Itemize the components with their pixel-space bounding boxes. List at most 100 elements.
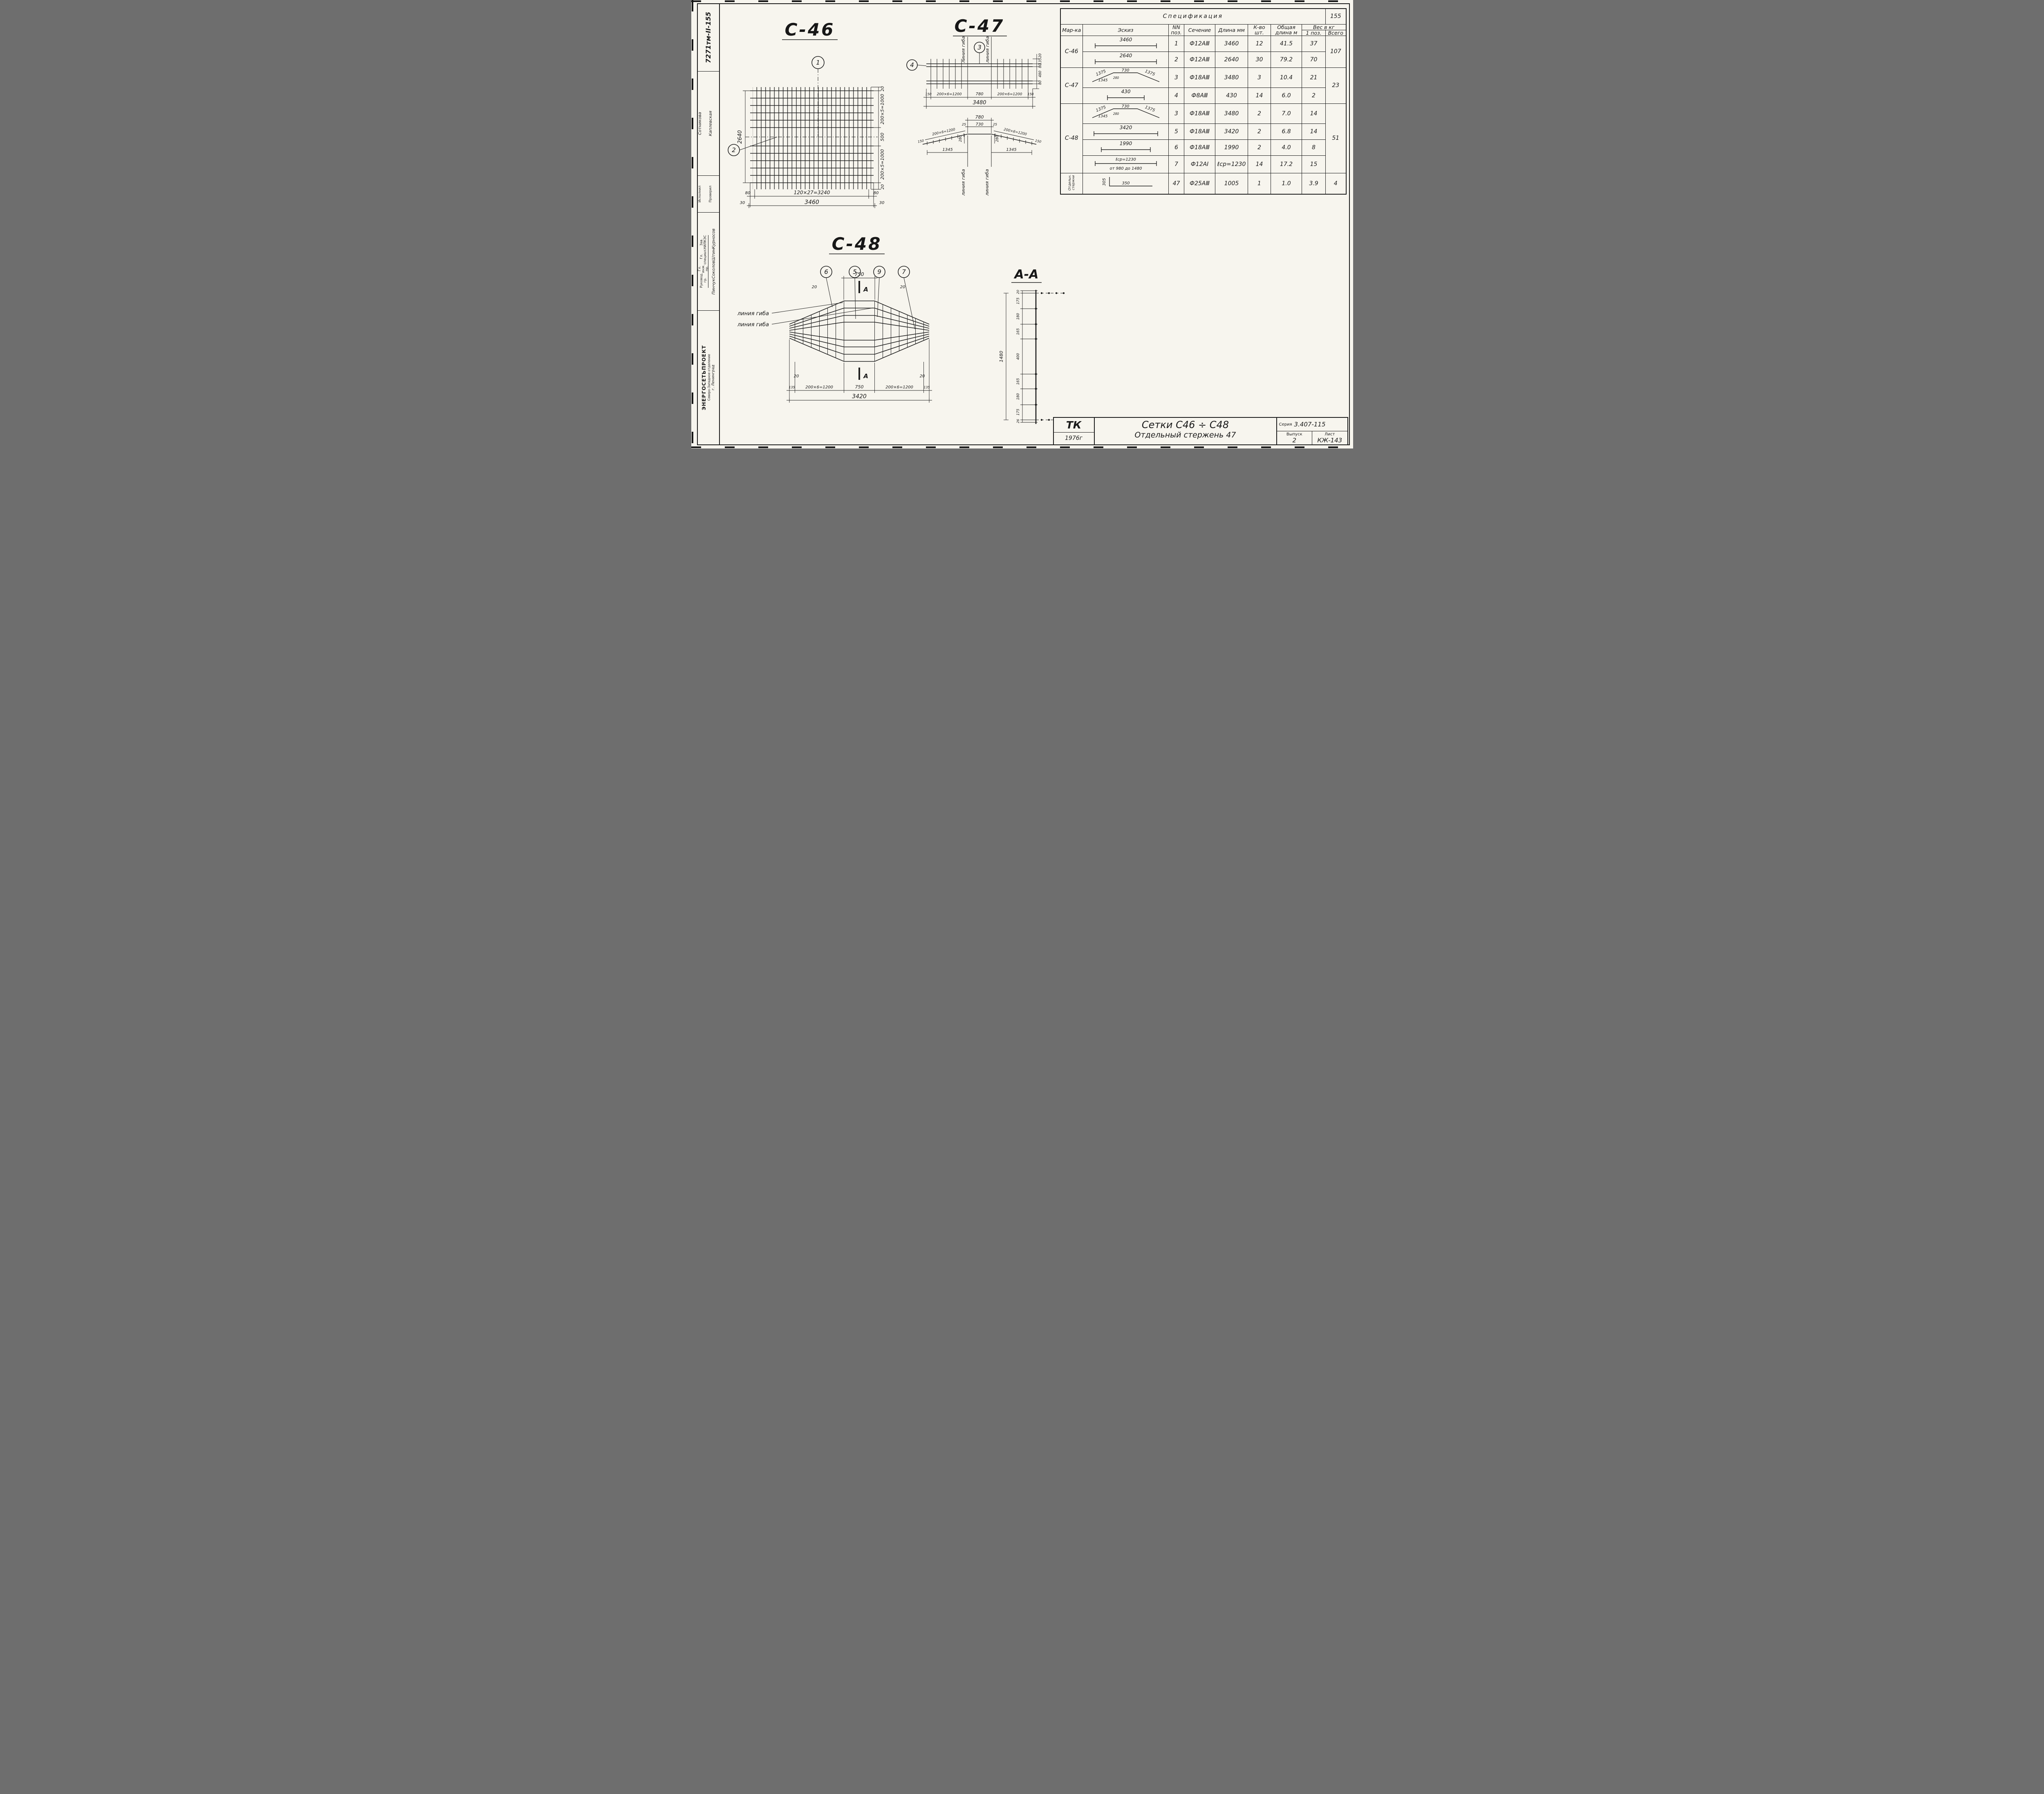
c47-bend-line-label-right: линия гиба [985,36,990,63]
spec-pos: 47 [1168,173,1184,195]
c46-dim-overhang-right: 30 [879,201,884,205]
spec-header-total-length: Общая длина м [1271,24,1302,36]
spec-section: Ф25АⅢ [1184,173,1215,195]
svg-text:3420: 3420 [1119,125,1132,130]
c48-pitch-750: 750 [855,384,863,390]
aa-dim-180-top: 180 [1016,313,1020,320]
spec-pos: 3 [1168,103,1184,124]
spec-length: 2640 [1215,51,1248,68]
spec-title: Спецификация [1060,8,1326,25]
approval-role: Руковод. гр. [699,273,707,288]
spec-weight-pos: 8 [1302,139,1326,156]
c46-dim-bottom: 80 120×27=3240 80 30 3460 30 [740,183,884,208]
spec-mark-c46: С-46 [1060,35,1083,68]
svg-text:1375: 1375 [1095,69,1107,77]
svg-text:2640: 2640 [1119,53,1132,58]
spec-length: 3420 [1215,123,1248,140]
spec-qty: 30 [1248,51,1271,68]
c47-dim-1345-left: 1345 [942,148,953,152]
c46-dim-edge-left: 80 [745,191,750,195]
organization-branch: Северо-Западное отделение [707,354,711,401]
svg-text:2: 2 [732,146,736,154]
title-block-main: Сетки С46 ÷ С48 Отдельный стержень 47 [1095,418,1277,444]
c46-dim-height: 2640 [737,130,743,144]
c47-profile-780: 780 [975,114,984,120]
spec-row: 2640 2 Ф12АⅢ 2640 30 79.2 70 [1060,51,1346,68]
c48-dim-total: 3420 [852,393,867,400]
spec-qty: 1 [1248,173,1271,195]
issue-label: Выпуск [1286,432,1302,437]
spec-mark-c47: С-47 [1060,67,1083,104]
spec-row: Отдельн. стержни 305 350 47 Ф25АⅢ 1005 1… [1060,173,1346,195]
svg-text:ℓср=1230: ℓср=1230 [1116,157,1136,162]
c48-dim-20-top-right: 20 [900,285,905,289]
c47-slope-dim-left: 200×6=1200 [932,128,955,137]
c48-drawing: С-48 6 5 9 7 А А 750 [737,234,932,403]
c48-pitch-135-right: 135 [923,386,930,389]
spec-pos: 2 [1168,51,1184,68]
spec-row: 3420 5 Ф18АⅢ 3420 2 6.8 14 [1060,123,1346,140]
spec-weight-pos: 3.9 [1302,173,1326,195]
spec-row: ℓср=1230 от 980 до 1480 7 Ф12АⅠ ℓср=1230… [1060,155,1346,173]
left-title-strip: 7271тм-II-155 Сотникова Каплевская Испол… [697,3,720,445]
approval-role: Гл. инж. пр. [697,265,708,273]
sketch-straight-bar: 1990 [1100,141,1151,152]
c48-bend-label-2: линия гиба [737,322,769,328]
approval-role: Зав. НИЛКЭС [699,235,707,249]
spec-qty: 14 [1248,87,1271,104]
checker-name: Каплевская [708,111,713,136]
c46-mesh [745,87,878,189]
spec-pos: 6 [1168,139,1184,156]
c46-dim-total: 3460 [805,199,819,206]
svg-text:3: 3 [977,44,982,51]
spec-pos: 5 [1168,123,1184,140]
c48-callout-6: 6 [820,266,832,307]
c47-dim-280-left: 280 [959,135,963,142]
aa-dim-20: 20 [1016,290,1020,294]
c47-profile-25-right: 25 [993,123,997,126]
title-block-stamp: ТК 1976г [1053,418,1095,444]
c47-pitch-150-right: 150 [1027,92,1033,96]
spec-qty: 3 [1248,67,1271,88]
c48-section-cut-bottom: А [858,368,868,380]
title-block-series: Серия 3.407-115 Выпуск 2 Лист КЖ-143 [1277,418,1347,444]
series-value: 3.407-115 [1294,421,1326,428]
c47-end-150-right: 150 [1035,139,1042,144]
c47-bend-line-label-left: линия гиба [961,36,966,63]
aa-dim-26: 26 [1016,419,1020,423]
spec-length: 3480 [1215,103,1248,124]
executor-roles-cell: Исполнил Проверил [697,176,719,213]
checker-role: Проверил [708,185,712,202]
svg-text:1375: 1375 [1095,105,1107,113]
approval-roles-column: Зав. НИЛКЭС Гл. специал. Гл. инж. пр. Ру… [697,235,708,288]
spec-mark-c48: С-48 [1060,103,1083,173]
c47-pitch-150-left: 150 [925,92,931,96]
stamp-tk: ТК [1053,418,1094,433]
spec-total-length: 6.8 [1271,123,1302,140]
c48-callout-5: 5 [848,266,861,319]
c47-dim-1345-right: 1345 [1006,148,1016,152]
c47-profile-730: 730 [975,122,983,127]
c47-dim-80a: 80 [1038,64,1042,68]
spec-weight-pos: 15 [1302,155,1326,173]
c48-dim-750-top: 750 [841,271,877,300]
spec-header-weight-total: Всего [1325,29,1346,36]
c47-profile: 780 25 730 25 200×6=1200 150 200×6=1200 … [917,114,1042,196]
spec-pos: 3 [1168,67,1184,88]
section-aa-bar [1035,290,1065,424]
spec-total-length: 17.2 [1271,155,1302,173]
c47-dim-right: 20 135 80 480 80 [1032,54,1042,89]
aa-dim-180-bottom: 180 [1016,393,1020,400]
spec-pos: 4 [1168,87,1184,104]
spec-row: 1990 6 Ф18АⅢ 1990 2 4.0 8 [1060,139,1346,156]
spec-section: Ф18АⅢ [1184,123,1215,140]
spec-length: 1005 [1215,173,1248,195]
c46-dim-overhang-left: 30 [740,201,745,205]
c47-profile-25-left: 25 [961,123,966,126]
c48-bend-label-1: линия гиба [737,311,769,317]
spec-row: 430 4 Ф8АⅢ 430 14 6.0 2 [1060,87,1346,104]
spec-length: 430 [1215,87,1248,104]
spec-section: Ф12АⅢ [1184,35,1215,52]
sketch-bent-bar: 1375 730 1375 1345 280 [1092,104,1159,119]
organization-name: ЭНЕРГОСЕТЬПРОЕКТ [701,345,707,410]
